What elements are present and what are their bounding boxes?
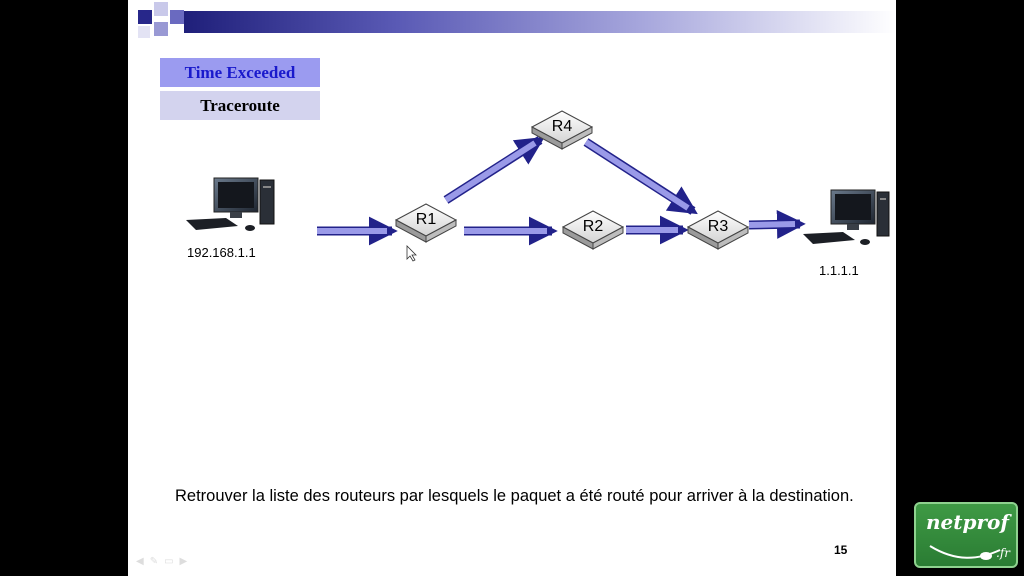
router-r3: R3 xyxy=(686,210,750,250)
router-r4: R4 xyxy=(530,110,594,150)
netprof-logo: netprof .fr xyxy=(914,502,1018,568)
next-slide-icon[interactable]: ▶ xyxy=(179,556,194,567)
slide-nav-controls[interactable]: ◀✎▭▶ xyxy=(136,556,193,567)
title-traceroute: Traceroute xyxy=(160,91,320,120)
prev-slide-icon[interactable]: ◀ xyxy=(136,556,150,567)
slide: Time Exceeded Traceroute 192.168.1.1 1.1… xyxy=(128,0,896,576)
header-square-icon xyxy=(138,10,152,24)
router-r2: R2 xyxy=(561,210,625,250)
header-square-icon xyxy=(170,10,184,24)
router-label-r3: R3 xyxy=(708,218,729,235)
network-diagram: R4 R1 R2 R3 xyxy=(186,110,890,262)
logo-suffix: .fr xyxy=(996,546,1010,560)
router-label-r1: R1 xyxy=(416,211,437,228)
router-r1: R1 xyxy=(394,203,458,243)
logo-text: netprof xyxy=(926,510,1009,534)
destination-computer-icon xyxy=(803,189,890,245)
router-label-r4: R4 xyxy=(552,118,573,135)
destination-ip-label: 1.1.1.1 xyxy=(819,263,859,278)
pen-icon[interactable]: ✎ xyxy=(149,556,165,567)
router-label-r2: R2 xyxy=(583,218,604,235)
menu-icon[interactable]: ▭ xyxy=(164,556,180,567)
source-computer-icon xyxy=(186,177,275,231)
header-square-icon xyxy=(138,26,150,38)
arrow-r3-pc xyxy=(748,210,806,239)
header-gradient-bar xyxy=(184,11,896,33)
source-ip-label: 192.168.1.1 xyxy=(187,245,256,260)
logo-swoosh-icon xyxy=(929,545,1001,560)
slide-caption: Retrouver la liste des routeurs par lesq… xyxy=(175,487,854,505)
mouse-cursor-icon xyxy=(406,245,417,262)
header-square-icon xyxy=(154,22,168,36)
title-time-exceeded: Time Exceeded xyxy=(160,58,320,87)
arrow-r4-r3 xyxy=(583,138,698,215)
page-number: 15 xyxy=(834,543,848,557)
header-square-icon xyxy=(154,2,168,16)
arrow-r1-r4 xyxy=(443,136,545,204)
